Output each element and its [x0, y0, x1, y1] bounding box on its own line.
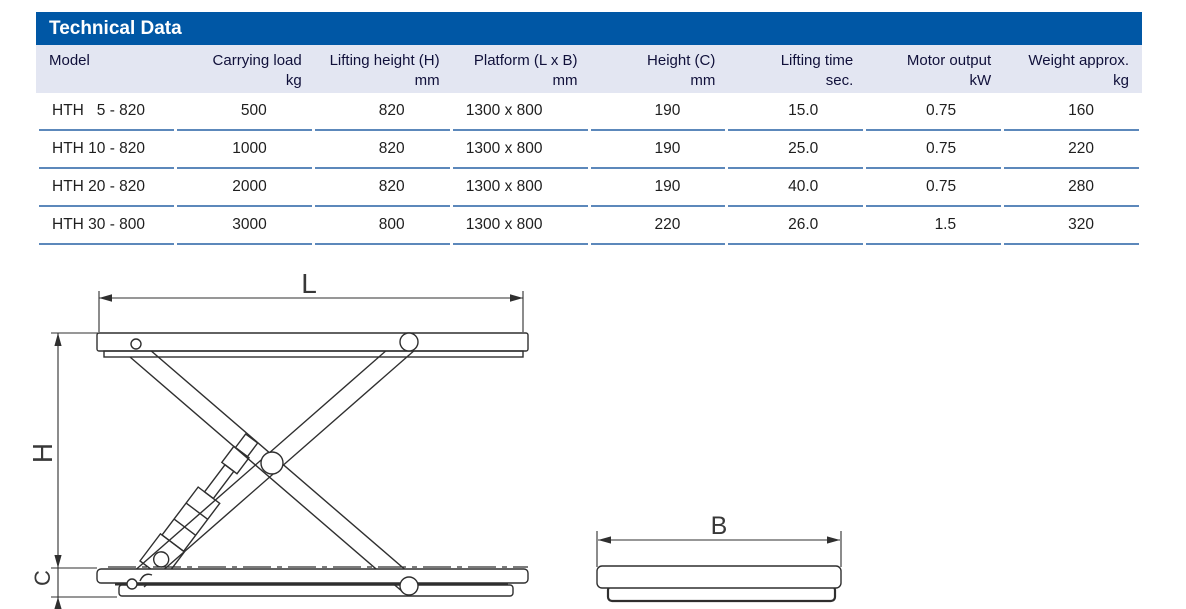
column-header-platform: Platform (L x B) mm	[473, 52, 578, 90]
cell-height: 190	[590, 93, 726, 131]
center-pivot	[260, 451, 284, 475]
dimension-label-H: H	[27, 443, 58, 463]
cell-motor-output: 1.5	[866, 207, 1002, 245]
cell-height: 220	[590, 207, 726, 245]
cell-platform: 1300 x 800	[452, 131, 588, 169]
table-row: HTH 20 - 820 2000 820 1300 x 800 190 40.…	[39, 169, 1139, 207]
cell-platform: 1300 x 800	[452, 169, 588, 207]
cell-carrying-load: 500	[176, 93, 312, 131]
cell-weight: 160	[1004, 93, 1139, 131]
dimension-L	[98, 291, 524, 332]
column-header-motor-output: Motor output kW	[906, 52, 992, 90]
cell-lifting-height: 820	[314, 169, 450, 207]
column-header-lifting-height: Lifting height (H) mm	[329, 52, 440, 90]
table-title: Technical Data	[49, 18, 182, 39]
cell-model: HTH 20 - 820	[39, 169, 174, 207]
base-frame	[96, 566, 529, 597]
cell-lifting-time: 25.0	[728, 131, 864, 169]
header-row: Model Carrying load kg Lifting height (H…	[39, 45, 1139, 93]
cell-height: 190	[590, 131, 726, 169]
cell-lifting-height: 820	[314, 131, 450, 169]
column-header-height: Height (C) mm	[647, 52, 716, 90]
cell-lifting-height: 800	[314, 207, 450, 245]
platform-end-view-top	[596, 565, 842, 589]
cell-motor-output: 0.75	[866, 169, 1002, 207]
table-row: HTH 10 - 820 1000 820 1300 x 800 190 25.…	[39, 131, 1139, 169]
cell-lifting-time: 15.0	[728, 93, 864, 131]
column-header-carrying-load: Carrying load kg	[212, 52, 302, 90]
dimension-H-C	[51, 332, 117, 609]
cell-lifting-time: 26.0	[728, 207, 864, 245]
wheel-top-right	[399, 332, 419, 352]
table-header-background	[36, 45, 1142, 93]
dimension-label-C: C	[30, 570, 55, 586]
cell-carrying-load: 3000	[176, 207, 312, 245]
cell-motor-output: 0.75	[866, 131, 1002, 169]
dimension-label-B: B	[711, 512, 728, 540]
cell-model: HTH 5 - 820	[39, 93, 174, 131]
column-header-weight: Weight approx. kg	[1028, 52, 1129, 90]
cell-height: 190	[590, 169, 726, 207]
cell-model: HTH 30 - 800	[39, 207, 174, 245]
technical-data-table: Model Carrying load kg Lifting height (H…	[36, 45, 1142, 245]
cell-weight: 320	[1004, 207, 1139, 245]
roller-pivot-top-left	[130, 338, 142, 350]
cell-platform: 1300 x 800	[452, 93, 588, 131]
platform-end-view: B	[596, 512, 842, 603]
cell-lifting-time: 40.0	[728, 169, 864, 207]
table-title-bar: Technical Data	[36, 12, 1142, 45]
cell-motor-output: 0.75	[866, 93, 1002, 131]
cell-lifting-height: 820	[314, 93, 450, 131]
cell-model: HTH 10 - 820	[39, 131, 174, 169]
hydraulic-cylinder	[139, 433, 259, 580]
column-header-lifting-time: Lifting time sec.	[780, 52, 854, 90]
cell-platform: 1300 x 800	[452, 207, 588, 245]
top-platform	[96, 332, 529, 358]
dimension-B	[596, 531, 842, 567]
table-row: HTH 30 - 800 3000 800 1300 x 800 220 26.…	[39, 207, 1139, 245]
column-header-model: Model	[49, 52, 90, 69]
cell-weight: 280	[1004, 169, 1139, 207]
cell-carrying-load: 1000	[176, 131, 312, 169]
wheel-bottom-right	[399, 576, 419, 596]
roller-pivot-bottom-left	[126, 578, 138, 590]
cell-carrying-load: 2000	[176, 169, 312, 207]
scissor-lift-side-view: L	[27, 268, 529, 609]
cell-weight: 220	[1004, 131, 1139, 169]
dimension-label-L: L	[301, 268, 317, 299]
table-row: HTH 5 - 820 500 820 1300 x 800 190 15.0 …	[39, 93, 1139, 131]
